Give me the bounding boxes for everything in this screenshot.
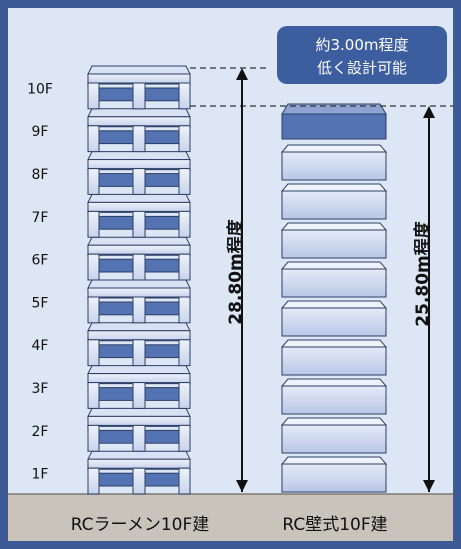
frame-floor-1F — [86, 450, 192, 495]
ground — [8, 494, 453, 541]
callout-box: 約3.00m程度 低く設計可能 — [277, 26, 447, 84]
wall-floor-2F — [280, 417, 388, 454]
wall-building — [280, 103, 388, 493]
floor-label: 10F — [27, 81, 53, 97]
floor-label: 5F — [32, 295, 49, 311]
frame-building — [86, 65, 192, 495]
frame-floor-3F — [86, 365, 192, 409]
floor-label: 1F — [32, 467, 49, 483]
wall-floor-9F — [280, 144, 388, 181]
floor-label: 2F — [32, 424, 49, 440]
wall-floor-6F — [280, 261, 388, 298]
frame-floor-6F — [86, 236, 192, 281]
wall-building-label: RC壁式10F建 — [282, 515, 387, 535]
floor-label: 4F — [32, 338, 49, 354]
wall-floor-4F — [280, 339, 388, 376]
wall-arrow-head-bottom — [423, 480, 435, 492]
callout-line2: 低く設計可能 — [317, 59, 407, 77]
floor-label: 3F — [32, 381, 49, 397]
frame-floor-10F — [86, 65, 192, 110]
floor-labels: 1F 2F 3F 4F 5F 6F 7F 8F 9F 10F — [27, 81, 53, 482]
frame-height-label: 28.80m程度 — [225, 218, 246, 324]
wall-floor-5F — [280, 300, 388, 337]
frame-floor-8F — [86, 151, 192, 195]
frame-building-label: RCラーメン10F建 — [71, 515, 210, 535]
floor-label: 9F — [32, 124, 49, 140]
frame-arrow-head-top — [236, 68, 248, 80]
frame-floor-2F — [86, 407, 192, 452]
wall-floor-3F — [280, 378, 388, 415]
frame-floor-9F — [86, 108, 192, 153]
floor-label: 7F — [32, 210, 49, 226]
wall-floor-7F — [280, 222, 388, 259]
floor-label: 6F — [32, 253, 49, 269]
frame-arrow-head-bottom — [236, 480, 248, 492]
wall-floor-8F — [280, 183, 388, 220]
frame-floor-7F — [86, 193, 192, 238]
floor-label: 8F — [32, 167, 49, 183]
wall-arrow-head-top — [423, 106, 435, 118]
frame-floor-4F — [86, 322, 192, 367]
wall-floor-10F — [281, 103, 387, 140]
wall-height-label: 25.80m程度 — [412, 220, 433, 326]
callout-line1: 約3.00m程度 — [315, 36, 408, 54]
frame-floor-5F — [86, 279, 192, 324]
wall-floor-1F — [280, 456, 388, 493]
